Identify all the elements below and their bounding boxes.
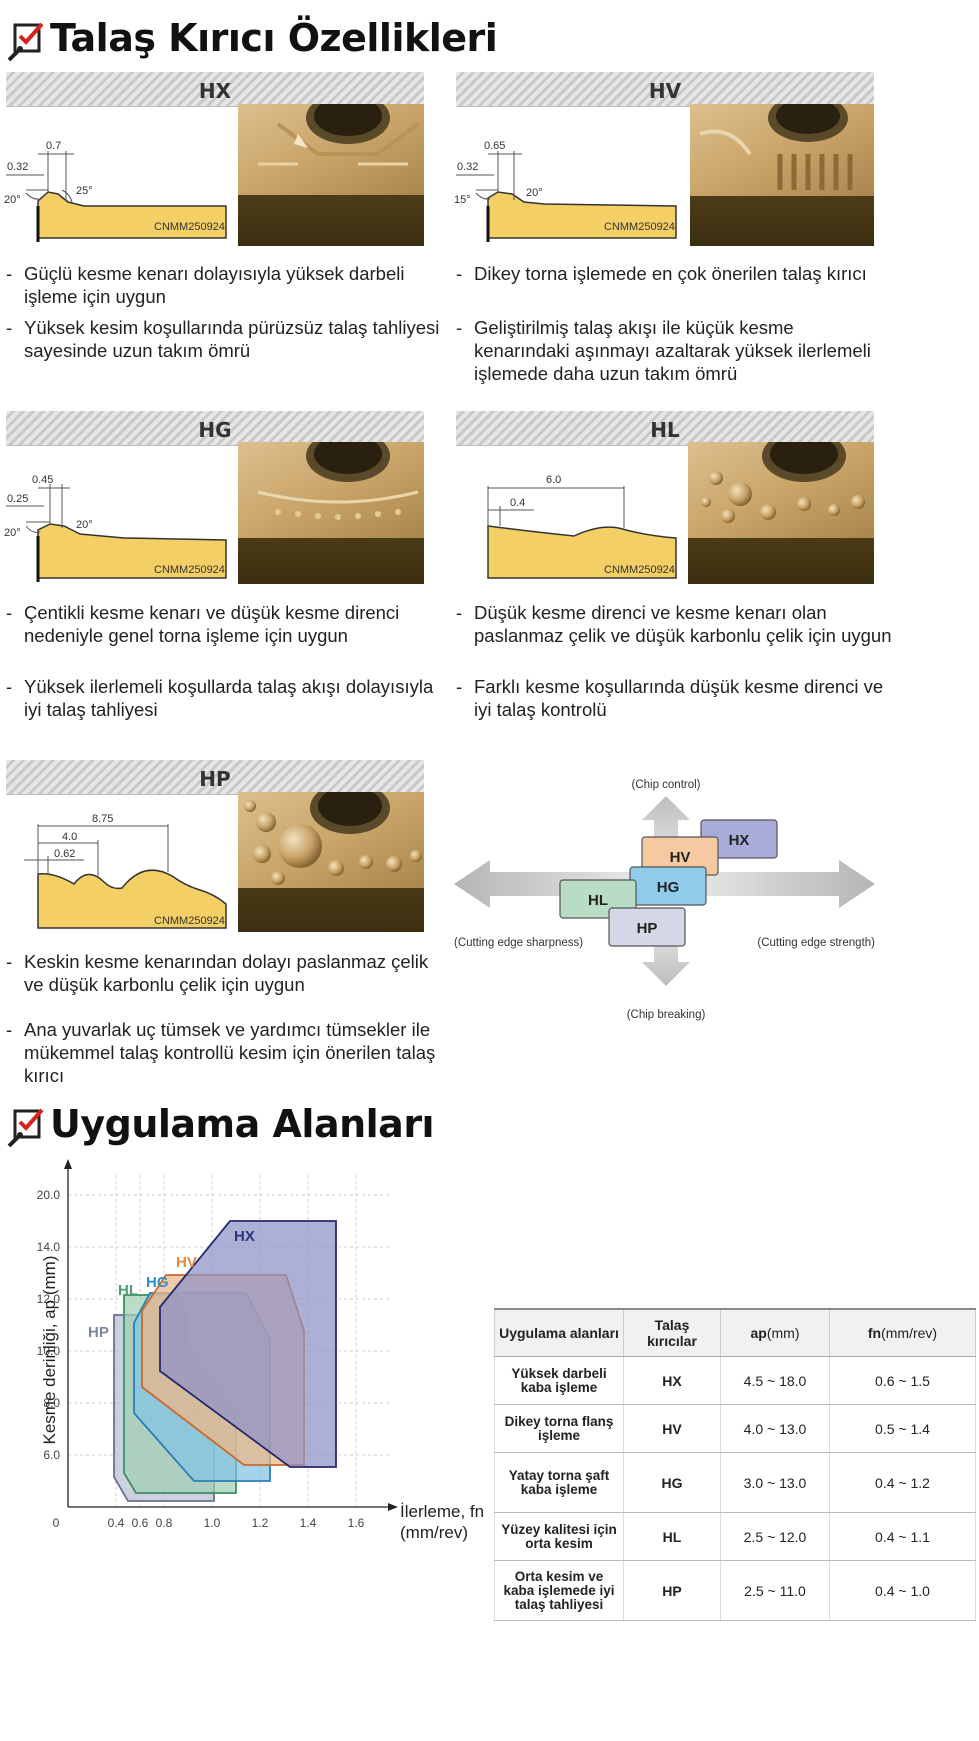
svg-text:25°: 25°: [76, 185, 93, 197]
hv-insert-image: [690, 104, 874, 246]
th-fn: fn(mm/rev): [829, 1308, 976, 1357]
hx-profile-diagram: 0.7 0.32 20° 25° CNMM250924: [4, 140, 227, 242]
hv-profile-diagram: 0.65 0.32 15° 20° CNMM250924: [454, 140, 677, 242]
application-chart: 0 0.4 0.6 0.8 1.0 1.2 1.4 1.6 6.0 8.0 10.0 12.0 14.…: [37, 1159, 398, 1530]
arrow-right: [682, 860, 875, 908]
cutting-edge-sharpness-label: (Cutting edge sharpness): [454, 937, 583, 949]
x-tick-label: 1.2: [252, 1516, 269, 1530]
hv-model: CNMM250924: [604, 221, 675, 233]
features-title: Talaş Kırıcı Özellikleri: [50, 16, 498, 60]
y-tick-label: 20.0: [37, 1188, 61, 1202]
svg-text:4.0: 4.0: [62, 831, 77, 843]
breaker-positioning-diagram: (Chip control) (Chip breaking) (Cutting …: [454, 779, 875, 1021]
box-hp: HP: [608, 907, 686, 947]
svg-text:8.75: 8.75: [92, 813, 113, 825]
svg-text:20°: 20°: [526, 187, 543, 199]
hg-header: HG: [6, 411, 424, 446]
hx-header: HX: [6, 72, 424, 107]
th-breaker: Talaş kırıcılar: [623, 1308, 721, 1357]
svg-text:0.32: 0.32: [457, 161, 478, 173]
y-tick-label: 12.0: [37, 1292, 61, 1306]
svg-text:HX: HX: [729, 832, 750, 849]
region-label-hp: HP: [88, 1324, 109, 1341]
hg-bullet-2: Yüksek ilerlemeli koşullarda talaş akışı…: [6, 675, 444, 721]
checklist-icon-2: [7, 1108, 44, 1148]
chip-control-label: (Chip control): [631, 779, 700, 791]
box-hg: HG: [629, 866, 707, 906]
table-row: Dikey torna flanş işleme HV 4.0 ~ 13.0 0…: [494, 1404, 976, 1453]
hl-profile-diagram: 6.0 0.4 CNMM250924: [487, 474, 677, 579]
hx-bullet-2: Yüksek kesim koşullarında pürüzsüz talaş…: [6, 316, 444, 362]
hl-insert-image: [688, 442, 874, 584]
svg-text:HP: HP: [637, 920, 658, 937]
y-tick-label: 10.0: [37, 1344, 61, 1358]
chip-breaking-label: (Chip breaking): [627, 1009, 706, 1021]
x-axis-title: İlerleme, fn (mm/rev): [400, 1502, 485, 1542]
table-row: Yüksek darbeli kaba işleme HX 4.5 ~ 18.0…: [494, 1356, 976, 1405]
x-tick-label: 0.4: [108, 1516, 125, 1530]
svg-text:HV: HV: [670, 849, 691, 866]
th-ap: ap(mm): [720, 1308, 830, 1357]
hx-model: CNMM250924: [154, 221, 225, 233]
svg-text:20°: 20°: [4, 527, 21, 539]
svg-text:20°: 20°: [76, 519, 93, 531]
checklist-icon: [7, 22, 44, 62]
cutting-edge-strength-label: (Cutting edge strength): [757, 937, 875, 949]
svg-text:0.4: 0.4: [510, 497, 525, 509]
table-row: Orta kesim ve kaba işlemede iyi talaş ta…: [494, 1560, 976, 1621]
svg-text:0.25: 0.25: [7, 493, 28, 505]
hg-bullet-1: Çentikli kesme kenarı ve düşük kesme dir…: [6, 601, 444, 647]
y-tick-label: 14.0: [37, 1240, 61, 1254]
region-label-hx: HX: [234, 1228, 255, 1245]
hx-insert-image: [238, 104, 424, 246]
hv-bullet-1: Dikey torna işlemede en çok önerilen tal…: [456, 262, 894, 285]
x-tick-label: 1.0: [204, 1516, 221, 1530]
svg-text:HG: HG: [657, 879, 680, 896]
x-tick-label: 0.8: [156, 1516, 173, 1530]
svg-text:0.45: 0.45: [32, 474, 53, 486]
svg-text:20°: 20°: [4, 194, 21, 206]
x-tick-label: 0.6: [132, 1516, 149, 1530]
hg-insert-image: [238, 442, 424, 584]
x-tick-label: 1.4: [300, 1516, 317, 1530]
x-tick-label: 1.6: [348, 1516, 365, 1530]
hp-bullet-2: Ana yuvarlak uç tümsek ve yardımcı tümse…: [6, 1018, 444, 1087]
box-hx: HX: [700, 819, 778, 859]
y-tick-label: 6.0: [43, 1448, 60, 1462]
hp-profile-diagram: 8.75 4.0 0.62 CNMM250924: [24, 813, 227, 929]
region-label-hl: HL: [118, 1282, 138, 1299]
hl-bullet-2: Farklı kesme koşullarında düşük kesme di…: [456, 675, 894, 721]
hl-model: CNMM250924: [604, 564, 675, 576]
hp-model: CNMM250924: [154, 915, 225, 927]
x-tick-label: 0: [53, 1516, 60, 1530]
hv-header: HV: [456, 72, 874, 107]
hl-bullet-1: Düşük kesme direnci ve kesme kenarı olan…: [456, 601, 894, 647]
svg-text:6.0: 6.0: [546, 474, 561, 486]
region-hx: [159, 1220, 337, 1468]
hg-model: CNMM250924: [154, 564, 225, 576]
svg-text:0.65: 0.65: [484, 140, 505, 152]
region-label-hg: HG: [146, 1274, 169, 1291]
svg-text:15°: 15°: [454, 194, 471, 206]
hx-bullet-1: Güçlü kesme kenarı dolayısıyla yüksek da…: [6, 262, 444, 308]
hg-profile-diagram: 0.45 0.25 20° 20° CNMM250924: [4, 474, 227, 582]
application-title: Uygulama Alanları: [50, 1102, 435, 1146]
y-axis-title: Kesme derinliği, ap (mm): [40, 1255, 59, 1445]
hv-bullet-2: Geliştirilmiş talaş akışı ile küçük kesm…: [456, 316, 894, 385]
hl-header: HL: [456, 411, 874, 446]
svg-text:0.7: 0.7: [46, 140, 61, 152]
table-row: Yüzey kalitesi için orta kesim HL 2.5 ~ …: [494, 1512, 976, 1561]
hp-insert-image: [238, 792, 424, 932]
region-label-hv: HV: [176, 1254, 197, 1271]
y-tick-label: 8.0: [43, 1396, 60, 1410]
svg-text:0.32: 0.32: [7, 161, 28, 173]
application-table: Uygulama alanları Talaş kırıcılar ap(mm)…: [494, 1308, 976, 1621]
hp-bullet-1: Keskin kesme kenarından dolayı paslanmaz…: [6, 950, 444, 996]
table-row: Yatay torna şaft kaba işleme HG 3.0 ~ 13…: [494, 1452, 976, 1513]
svg-text:HL: HL: [588, 892, 608, 909]
svg-text:0.62: 0.62: [54, 848, 75, 860]
hp-header: HP: [6, 760, 424, 795]
th-area: Uygulama alanları: [494, 1308, 624, 1357]
